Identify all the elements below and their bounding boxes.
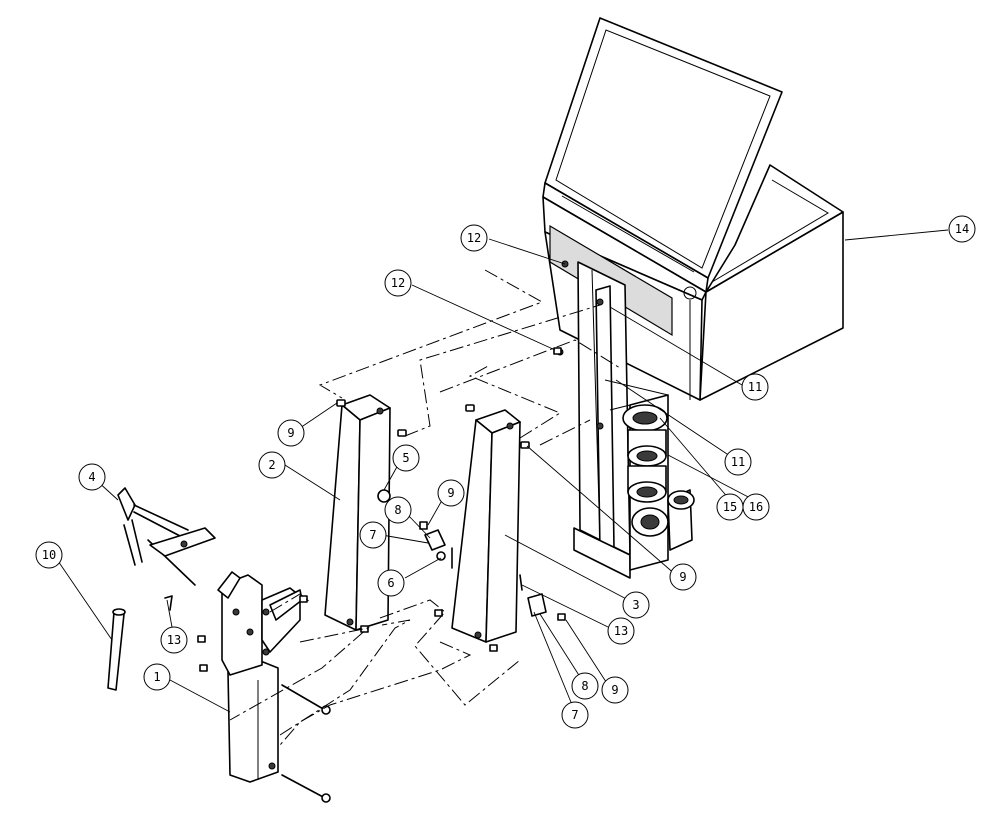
callout-9-lower: 9 xyxy=(601,676,629,704)
svg-text:9: 9 xyxy=(679,570,686,584)
callout-4: 4 xyxy=(78,463,106,491)
svg-text:4: 4 xyxy=(88,470,95,484)
callout-7-lower: 7 xyxy=(561,701,589,729)
svg-text:2: 2 xyxy=(268,458,275,472)
callout-5: 5 xyxy=(392,444,420,472)
assembly-dash-lines xyxy=(229,269,621,746)
callout-6: 6 xyxy=(377,569,405,597)
callout-11-lower: 11 xyxy=(724,448,752,476)
pin-rod xyxy=(107,608,126,691)
callout-1: 1 xyxy=(143,663,171,691)
callout-12-upper: 12 xyxy=(460,224,488,252)
callout-16: 16 xyxy=(742,493,770,521)
svg-text:14: 14 xyxy=(955,222,969,236)
callout-7-upper: 7 xyxy=(359,521,387,549)
svg-text:16: 16 xyxy=(749,500,763,514)
leader-lines xyxy=(55,229,949,713)
svg-text:12: 12 xyxy=(391,276,405,290)
handle-lever xyxy=(117,487,216,586)
callout-9-center: 9 xyxy=(437,479,465,507)
svg-text:8: 8 xyxy=(581,679,588,693)
callout-14: 14 xyxy=(948,215,976,243)
long-bolts xyxy=(281,684,331,803)
mounting-frame xyxy=(549,224,695,579)
svg-text:15: 15 xyxy=(723,500,737,514)
svg-text:12: 12 xyxy=(467,231,481,245)
callout-8-upper: 8 xyxy=(384,496,412,524)
svg-text:5: 5 xyxy=(402,451,409,465)
callout-8-lower: 8 xyxy=(571,672,599,700)
svg-text:9: 9 xyxy=(287,426,294,440)
callout-3: 3 xyxy=(622,591,650,619)
svg-text:8: 8 xyxy=(394,503,401,517)
svg-text:9: 9 xyxy=(447,486,454,500)
svg-text:7: 7 xyxy=(369,528,376,542)
svg-text:9: 9 xyxy=(611,683,618,697)
svg-text:13: 13 xyxy=(614,624,628,638)
svg-text:1: 1 xyxy=(153,670,160,684)
callout-2: 2 xyxy=(258,451,286,479)
base-bracket xyxy=(217,571,303,783)
left-arm xyxy=(324,394,391,631)
svg-text:11: 11 xyxy=(748,380,762,394)
small-hardware xyxy=(164,347,566,672)
callout-13-right: 13 xyxy=(607,617,635,645)
svg-text:13: 13 xyxy=(167,633,181,647)
callout-9-arm-left: 9 xyxy=(277,419,305,447)
svg-text:7: 7 xyxy=(571,708,578,722)
callout-12-lower: 12 xyxy=(384,269,412,297)
callout-10: 10 xyxy=(35,541,63,569)
svg-text:6: 6 xyxy=(387,576,394,590)
callout-13-left: 13 xyxy=(160,626,188,654)
callout-15: 15 xyxy=(716,493,744,521)
right-arm xyxy=(451,409,521,643)
callout-11-upper: 11 xyxy=(741,373,769,401)
callout-9-spout: 9 xyxy=(669,563,697,591)
svg-text:10: 10 xyxy=(42,548,56,562)
svg-text:11: 11 xyxy=(731,455,745,469)
svg-text:3: 3 xyxy=(632,598,639,612)
